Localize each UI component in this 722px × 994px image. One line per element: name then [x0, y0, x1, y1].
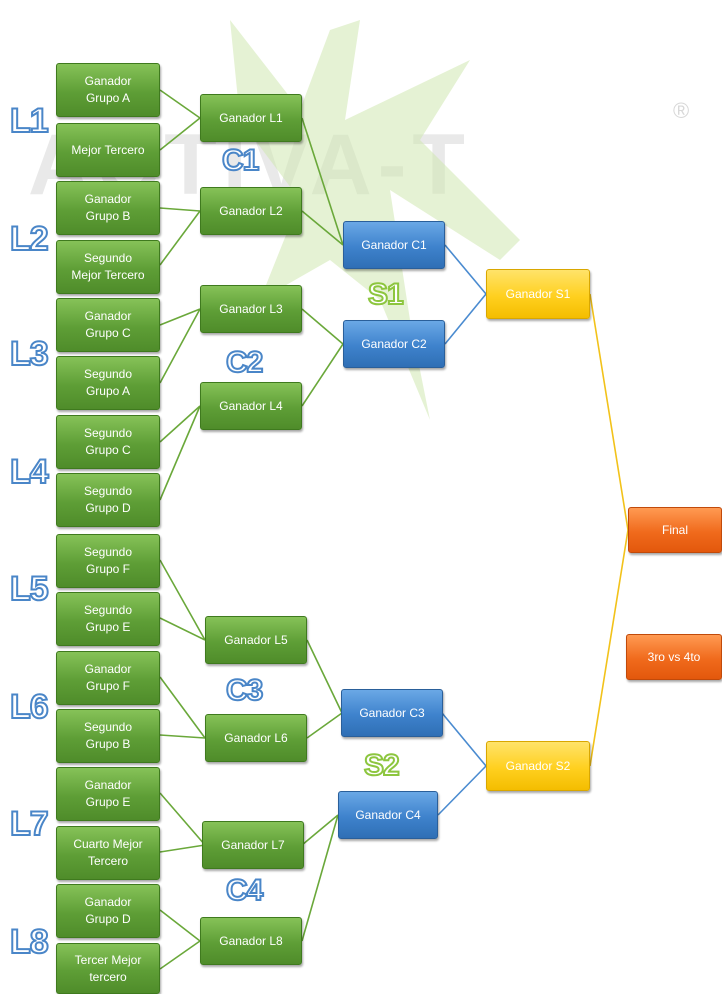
winner-s1: Ganador S1	[486, 269, 590, 319]
final-match: Final	[628, 507, 722, 553]
third-place-match: 3ro vs 4to	[626, 634, 722, 680]
match-l8-slot-1: Ganador Grupo D	[56, 884, 160, 938]
match-l1-slot-2: Mejor Tercero	[56, 123, 160, 177]
match-label-l4: L4	[9, 453, 50, 491]
winner-c2: Ganador C2	[343, 320, 445, 368]
match-l7-slot-2: Cuarto Mejor Tercero	[56, 826, 160, 880]
match-label-l1: L1	[9, 102, 50, 140]
match-l6-slot-1: Ganador Grupo F	[56, 651, 160, 705]
match-l8-slot-2: Tercer Mejor tercero	[56, 943, 160, 994]
match-label-l3: L3	[9, 335, 50, 373]
winner-s2: Ganador S2	[486, 741, 590, 791]
match-l3-slot-1: Ganador Grupo C	[56, 298, 160, 352]
round-label-s2: S2	[363, 749, 401, 782]
registered-mark: ®	[673, 98, 690, 123]
round-label-c2: C2	[225, 346, 264, 379]
match-label-l7: L7	[9, 805, 50, 843]
match-label-l6: L6	[9, 688, 50, 726]
round-label-c1: C1	[221, 144, 260, 177]
match-l5-slot-1: Segundo Grupo F	[56, 534, 160, 588]
winner-l7: Ganador L7	[202, 821, 304, 869]
winner-l1: Ganador L1	[200, 94, 302, 142]
winner-l6: Ganador L6	[205, 714, 307, 762]
round-label-s1: S1	[367, 278, 405, 311]
match-l4-slot-1: Segundo Grupo C	[56, 415, 160, 469]
match-l4-slot-2: Segundo Grupo D	[56, 473, 160, 527]
winner-c1: Ganador C1	[343, 221, 445, 269]
winner-c4: Ganador C4	[338, 791, 438, 839]
winner-l8: Ganador L8	[200, 917, 302, 965]
match-l5-slot-2: Segundo Grupo E	[56, 592, 160, 646]
match-l1-slot-1: Ganador Grupo A	[56, 63, 160, 117]
match-l7-slot-1: Ganador Grupo E	[56, 767, 160, 821]
winner-l2: Ganador L2	[200, 187, 302, 235]
winner-l4: Ganador L4	[200, 382, 302, 430]
match-l6-slot-2: Segundo Grupo B	[56, 709, 160, 763]
match-label-l5: L5	[9, 570, 50, 608]
match-label-l2: L2	[9, 220, 50, 258]
match-label-l8: L8	[9, 923, 50, 961]
round-label-c4: C4	[225, 874, 264, 907]
match-l2-slot-1: Ganador Grupo B	[56, 181, 160, 235]
winner-l5: Ganador L5	[205, 616, 307, 664]
match-l2-slot-2: Segundo Mejor Tercero	[56, 240, 160, 294]
winner-l3: Ganador L3	[200, 285, 302, 333]
winner-c3: Ganador C3	[341, 689, 443, 737]
round-label-c3: C3	[225, 674, 264, 707]
match-l3-slot-2: Segundo Grupo A	[56, 356, 160, 410]
